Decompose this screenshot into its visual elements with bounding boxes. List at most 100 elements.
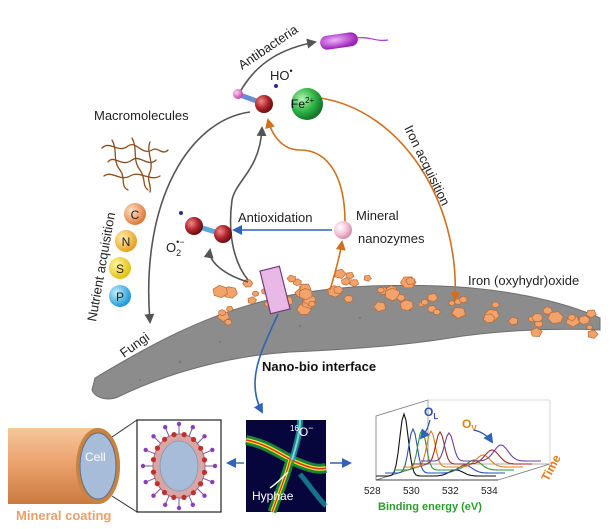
mineral-particle [433, 308, 442, 316]
surface-ligand-tip [151, 493, 156, 498]
surface-ligand-tip [190, 425, 195, 430]
mineral-nanoparticle [181, 494, 187, 500]
mineral-nanoparticle [171, 432, 177, 438]
surface-ligand-tip [212, 463, 218, 469]
superoxide-label: O2•− [166, 237, 185, 258]
mineral-particle [247, 296, 258, 305]
element-ball-c: C [124, 203, 146, 225]
mineral-particle [396, 294, 406, 302]
arrow-fungi-to-superoxide [203, 248, 249, 283]
mineral-nanoparticle [161, 489, 168, 496]
iron-ion-label: Fe2+ [291, 96, 314, 111]
surface-ligand-tip [190, 502, 195, 507]
mineral-particle [586, 324, 593, 331]
arrow-fungi-to-radical [229, 126, 267, 281]
macromolecule-network-icon [101, 137, 169, 193]
mineral-nanoparticle [171, 494, 177, 500]
mineral-nanoparticle [201, 457, 208, 463]
nutrient-acquisition-arrow [144, 111, 251, 324]
mineral-particle [251, 290, 260, 297]
mineral-nanozyme-sphere [334, 221, 352, 239]
binding-energy-label: Binding energy (eV) [378, 501, 482, 513]
element-label-n: N [122, 235, 131, 249]
mineral-particle [530, 327, 543, 338]
mineral-particle [567, 314, 577, 322]
xps-curve [385, 427, 505, 474]
fungi-texture [138, 308, 412, 382]
mineral-particle [421, 298, 429, 306]
iron-acquisition-arrow [319, 97, 461, 302]
mineral-particle [212, 285, 228, 298]
surface-ligand-tip [176, 421, 182, 427]
mineral-nanozymes-label-line2: nanozymes [358, 231, 425, 246]
xps-curve [376, 412, 496, 477]
mineral-particle [534, 320, 544, 328]
mineral-particle [218, 309, 226, 317]
mineral-particle [399, 299, 414, 312]
mineral-particle [531, 313, 544, 323]
surface-ligand-tip [163, 502, 168, 507]
antibacteria-arrow [239, 38, 317, 93]
x-tick-532: 532 [442, 486, 459, 497]
mineral-nanoparticle [198, 445, 204, 451]
nano-bio-interface-label: Nano-bio interface [262, 359, 376, 374]
fungi-hypha [91, 284, 601, 400]
arrow-mineral-to-nanozyme [329, 240, 346, 291]
mineral-particle [578, 315, 590, 325]
mineral-particle [286, 274, 296, 283]
hyphae-pointer-arrow [269, 471, 289, 489]
o-vacancy-arrow [473, 429, 494, 444]
mineral-particle [223, 319, 233, 326]
o-vacancy-label: OV [462, 417, 477, 433]
isotope-label: 16O− [290, 423, 314, 439]
mineral-nanoparticle [154, 445, 160, 451]
surface-ligand-tip [151, 434, 156, 439]
cell-cross-section [140, 421, 218, 511]
mineral-particle [341, 277, 351, 286]
mineral-nanoparticle [150, 469, 157, 475]
zoom-line-top [111, 419, 138, 438]
mineral-nanoparticle [150, 457, 157, 463]
mineral-particle [427, 293, 439, 303]
element-ball-n: N [115, 230, 137, 252]
mineral-particle [349, 279, 360, 288]
xps-curve [421, 432, 541, 462]
element-label-c: C [131, 208, 140, 222]
mineral-particle [585, 309, 597, 319]
mineral-particle [373, 301, 386, 312]
hyphae-microscopy-image [244, 419, 328, 514]
surface-ligand-tip [202, 434, 207, 439]
mineral-nanozymes-label-line1: Mineral [356, 208, 399, 223]
macromolecules-label: Macromolecules [94, 108, 189, 123]
mineral-coating-label: Mineral coating [16, 508, 111, 523]
mineral-particle [405, 276, 416, 285]
surface-ligand-tip [210, 479, 215, 485]
mineral-nanoparticle [154, 481, 160, 487]
xps-spectrum-plot [375, 399, 551, 481]
o-lattice-label: OL [424, 405, 438, 421]
mineral-coated-cell-tube [8, 428, 120, 504]
mineral-nanoparticle [162, 436, 168, 442]
interface-highlight-box [259, 265, 291, 315]
mineral-nanoparticle [190, 436, 197, 443]
mineral-particle [459, 295, 468, 304]
mineral-nanoparticle [181, 432, 187, 438]
mineral-particle [482, 313, 496, 324]
surface-ligand-tip [202, 493, 207, 498]
mineral-particle [507, 316, 518, 326]
mineral-particle [334, 268, 347, 279]
xps-curve [412, 430, 532, 465]
mineral-particle [385, 287, 400, 302]
antibacteria-label: Antibacteria [235, 21, 301, 72]
mineral-particle [491, 301, 500, 308]
mineral-particle [451, 307, 466, 319]
element-label-p: P [116, 290, 124, 304]
time-label: Time [538, 452, 564, 483]
hyphae-label: Hyphae [252, 489, 294, 503]
mineral-particle [343, 295, 354, 303]
iron-acquisition-label: Iron acquisition [401, 123, 453, 208]
mineral-particle [542, 306, 553, 315]
mineral-nanoparticle [198, 481, 204, 487]
surface-ligand-tip [140, 463, 146, 469]
